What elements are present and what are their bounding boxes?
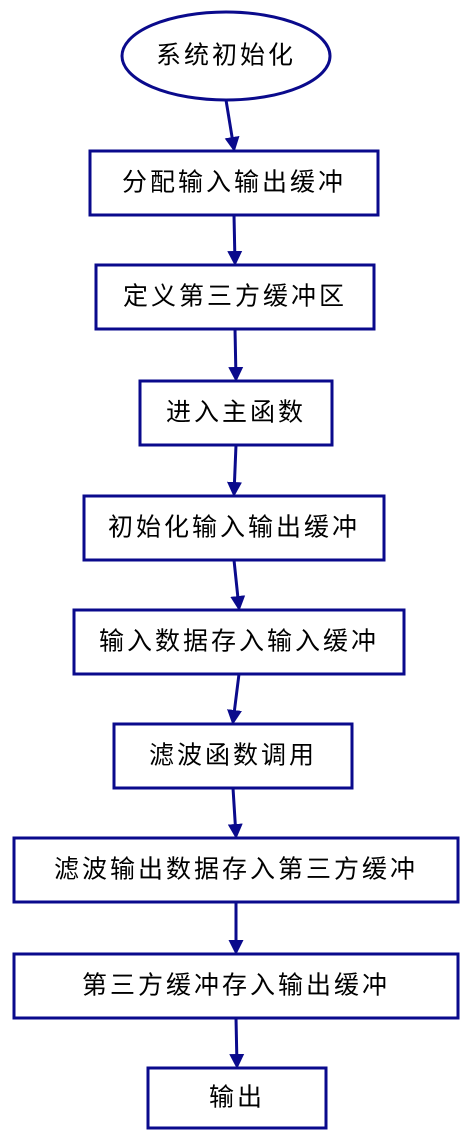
process-box [12,836,460,904]
process-node: 滤波函数调用 [112,722,354,790]
process-box [88,149,380,217]
flow-arrow [227,673,242,725]
process-box [82,494,386,562]
flow-arrow [226,444,242,497]
node-label: 输出 [209,1083,265,1112]
process-node: 输入数据存入输入缓冲 [72,608,406,676]
start-node: 系统初始化 [120,10,332,102]
node-label: 定义第三方缓冲区 [123,282,347,311]
node-label: 第三方缓冲存入输出缓冲 [82,971,390,1000]
process-box [112,722,354,790]
process-node: 第三方缓冲存入输出缓冲 [12,952,460,1020]
flow-arrow [224,99,240,152]
process-node: 进入主函数 [138,379,334,447]
process-node: 分配输入输出缓冲 [88,149,380,217]
flow-arrow [230,559,246,611]
process-node: 初始化输入输出缓冲 [82,494,386,562]
node-label: 分配输入输出缓冲 [122,168,346,197]
nodes-layer: 系统初始化分配输入输出缓冲定义第三方缓冲区进入主函数初始化输入输出缓冲输入数据存… [12,10,460,1130]
process-box [12,952,460,1020]
process-box [94,263,376,331]
flow-arrow [227,214,243,266]
node-label: 初始化输入输出缓冲 [108,513,360,542]
node-label: 滤波函数调用 [149,741,317,770]
node-label: 滤波输出数据存入第三方缓冲 [54,855,418,884]
process-box [146,1066,328,1130]
start-ellipse [120,10,332,102]
flow-arrow [227,787,243,839]
edges-layer [224,99,246,1069]
process-box [72,608,406,676]
node-label: 输入数据存入输入缓冲 [99,627,379,656]
flow-arrow [228,328,244,382]
node-label: 系统初始化 [156,41,296,70]
process-box [138,379,334,447]
process-node: 定义第三方缓冲区 [94,263,376,331]
flow-arrow [229,1017,245,1069]
process-node: 滤波输出数据存入第三方缓冲 [12,836,460,904]
process-node: 输出 [146,1066,328,1130]
node-label: 进入主函数 [166,398,306,427]
